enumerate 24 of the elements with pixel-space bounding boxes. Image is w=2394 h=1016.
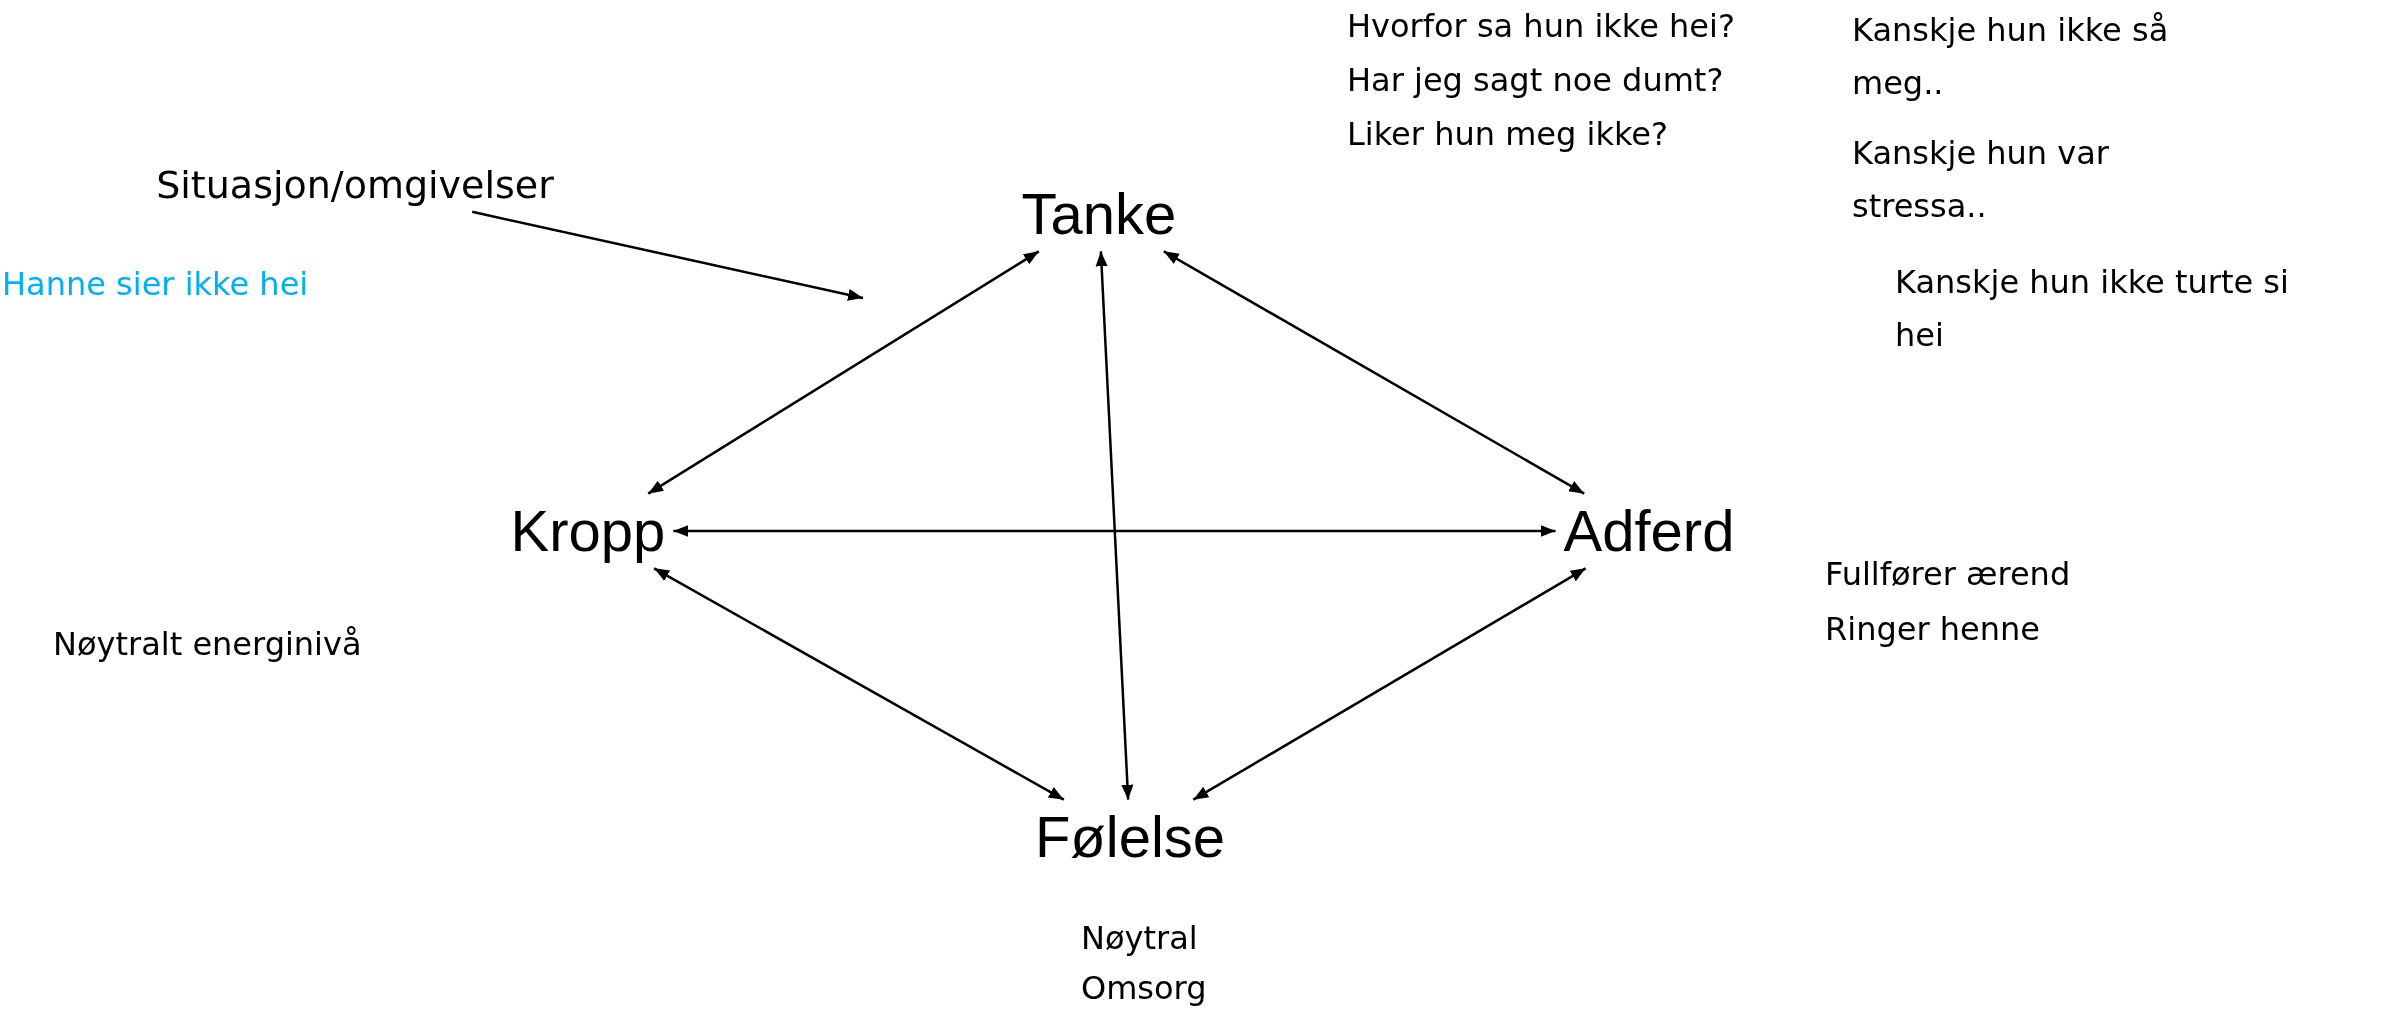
double-arrow [1163, 250, 1585, 495]
concept-label: Adferd [1555, 493, 1743, 569]
note-text: Nøytralt energinivå [53, 624, 362, 665]
concept-label: Situasjon/omgivelser [148, 160, 562, 212]
note-text: Hvorfor sa hun ikke hei? [1347, 6, 1735, 47]
double-arrow [647, 250, 1040, 495]
note-text: Ringer henne [1825, 609, 2040, 650]
note-text: Nøytral [1081, 918, 1198, 959]
note-text: Liker hun meg ikke? [1347, 114, 1668, 155]
concept-label: Følelse [1026, 799, 1234, 875]
double-arrow [653, 567, 1065, 801]
note-text: Kanskje hun var stressa.. [1852, 133, 2110, 227]
concept-label: Tanke [1013, 176, 1185, 252]
double-arrow [1095, 251, 1134, 800]
double-arrow [471, 210, 864, 301]
concept-label: Kropp [502, 493, 674, 569]
note-text: Omsorg [1081, 968, 1207, 1009]
double-arrow [1192, 567, 1587, 801]
double-arrow [673, 525, 1556, 537]
note-text: Fullfører ærend [1825, 554, 2071, 595]
note-text: Har jeg sagt noe dumt? [1347, 60, 1724, 101]
note-text: Kanskje hun ikke så meg.. [1852, 10, 2170, 104]
note-text: Kanskje hun ikke turte si hei [1895, 262, 2290, 356]
note-text: Hanne sier ikke hei [2, 264, 309, 305]
